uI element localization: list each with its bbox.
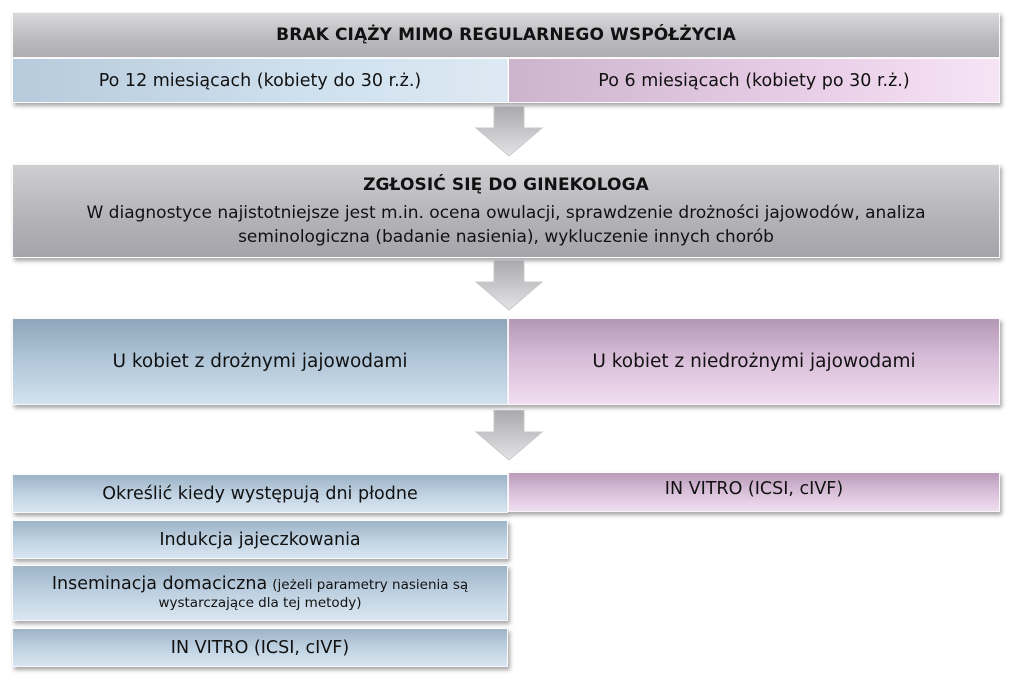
left-step-insemination: Inseminacja domaciczna (jeżeli parametry…: [12, 565, 508, 621]
left-step-fertile-days: Określić kiedy występują dni płodne: [12, 474, 508, 513]
duration-right-box: Po 6 miesiącach (kobiety po 30 r.ż.): [508, 58, 1000, 103]
branch-blocked-tubes-label: U kobiet z niedrożnymi jajowodami: [592, 351, 916, 372]
duration-right-label: Po 6 miesiącach (kobiety po 30 r.ż.): [598, 70, 910, 91]
left-step-insemination-note-1: (jeżeli parametry nasienia są: [272, 577, 469, 594]
right-step-in-vitro-label: IN VITRO (ICSI, cIVF): [664, 479, 844, 499]
left-step-ovulation-induction-label: Indukcja jajeczkowania: [159, 529, 361, 550]
left-step-in-vitro: IN VITRO (ICSI, cIVF): [12, 628, 508, 667]
branch-patent-tubes-label: U kobiet z drożnymi jajowodami: [112, 351, 408, 372]
header-box: BRAK CIĄŻY MIMO REGULARNEGO WSPÓŁŻYCIA: [12, 12, 1000, 58]
duration-left-label: Po 12 miesiącach (kobiety do 30 r.ż.): [98, 70, 422, 91]
down-arrow-icon: [474, 410, 544, 462]
left-step-insemination-note-2: wystarczające dla tej metody): [158, 595, 362, 612]
branch-blocked-tubes-box: U kobiet z niedrożnymi jajowodami: [508, 318, 1000, 405]
gynecologist-title: ZGŁOSIĆ SIĘ DO GINEKOLOGA: [363, 175, 649, 195]
down-arrow-icon: [474, 260, 544, 312]
branch-patent-tubes-box: U kobiet z drożnymi jajowodami: [12, 318, 508, 405]
header-title: BRAK CIĄŻY MIMO REGULARNEGO WSPÓŁŻYCIA: [276, 25, 736, 45]
left-step-insemination-label: Inseminacja domaciczna: [51, 574, 268, 595]
down-arrow-icon: [474, 106, 544, 158]
left-step-fertile-days-label: Określić kiedy występują dni płodne: [102, 483, 418, 504]
left-step-ovulation-induction: Indukcja jajeczkowania: [12, 520, 508, 559]
gynecologist-box: ZGŁOSIĆ SIĘ DO GINEKOLOGA W diagnostyce …: [12, 164, 1000, 258]
gynecologist-line-2: seminologiczna (badanie nasienia), wyklu…: [238, 227, 774, 247]
duration-left-box: Po 12 miesiącach (kobiety do 30 r.ż.): [12, 58, 508, 103]
left-step-in-vitro-label: IN VITRO (ICSI, cIVF): [170, 637, 350, 658]
right-step-in-vitro: IN VITRO (ICSI, cIVF): [508, 472, 1000, 512]
gynecologist-line-1: W diagnostyce najistotniejsze jest m.in.…: [86, 203, 926, 223]
